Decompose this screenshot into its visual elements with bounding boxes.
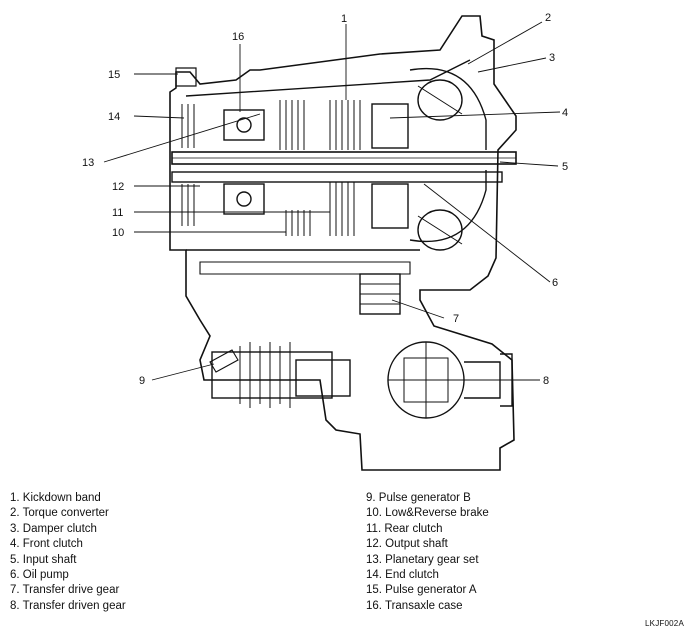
callout-16: 16 — [232, 31, 244, 43]
legend-left-column: 1. Kickdown band 2. Torque converter 3. … — [10, 491, 126, 614]
transaxle-drawing — [169, 15, 517, 471]
legend-item-transfer-drive-gear: 7. Transfer drive gear — [10, 584, 120, 597]
callout-13: 13 — [82, 157, 94, 169]
callout-10: 10 — [112, 227, 124, 239]
transaxle-cutaway-diagram: 1 2 3 4 5 6 7 8 9 10 11 12 13 14 15 16 — [82, 12, 568, 471]
callout-2: 2 — [545, 12, 551, 24]
callout-14: 14 — [108, 111, 120, 123]
callout-numbers: 1 2 3 4 5 6 7 8 9 10 11 12 13 14 15 16 — [82, 12, 568, 387]
callout-15: 15 — [108, 69, 120, 81]
callout-9: 9 — [139, 375, 145, 387]
callout-1: 1 — [341, 13, 347, 25]
callout-3: 3 — [549, 52, 555, 64]
callout-12: 12 — [112, 181, 124, 193]
legend-right-column: 9. Pulse generator B 10. Low&Reverse bra… — [366, 491, 489, 614]
legend-item-kickdown-band: 1. Kickdown band — [10, 492, 101, 504]
legend-item-front-clutch: 4. Front clutch — [10, 538, 83, 551]
callout-8: 8 — [543, 375, 549, 387]
legend-item-oil-pump: 6. Oil pump — [10, 569, 69, 582]
callout-4: 4 — [562, 107, 568, 119]
callout-11: 11 — [112, 207, 123, 219]
legend-item-rear-clutch: 11. Rear clutch — [366, 522, 443, 535]
callout-5: 5 — [562, 161, 568, 173]
callout-7: 7 — [453, 313, 459, 325]
legend-item-end-clutch: 14. End clutch — [366, 569, 439, 582]
legend-item-damper-clutch: 3. Damper clutch — [10, 522, 97, 535]
legend-item-low-reverse-brake: 10. Low&Reverse brake — [366, 507, 489, 520]
legend-item-torque-converter: 2. Torque converter — [10, 507, 109, 520]
legend-item-transfer-driven-gear: 8. Transfer driven gear — [10, 599, 126, 612]
figure-code: LKJF002A — [645, 619, 684, 628]
legend-item-pulse-generator-b: 9. Pulse generator B — [366, 492, 471, 504]
legend-item-input-shaft: 5. Input shaft — [10, 553, 77, 566]
legend-item-planetary-gear-set: 13. Planetary gear set — [366, 553, 479, 566]
legend-item-transaxle-case: 16. Transaxle case — [366, 599, 463, 612]
legend-item-pulse-generator-a: 15. Pulse generator A — [366, 584, 477, 597]
legend-item-output-shaft: 12. Output shaft — [366, 538, 448, 551]
callout-leaders — [103, 21, 561, 381]
callout-6: 6 — [552, 277, 558, 289]
